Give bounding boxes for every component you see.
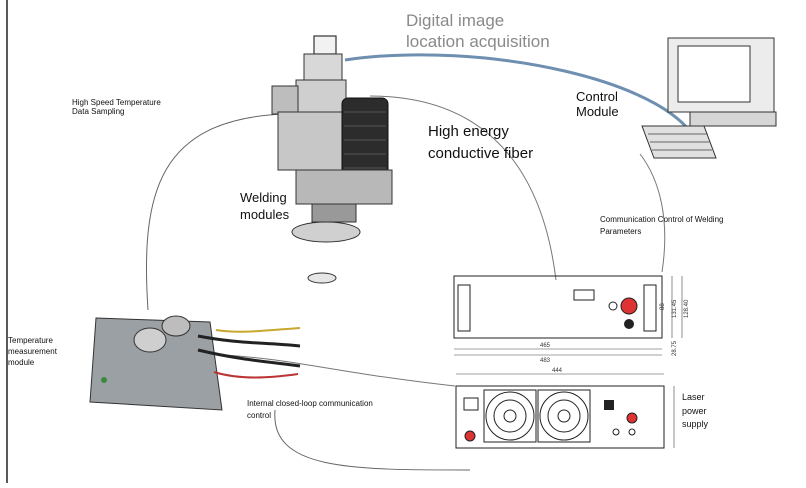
- label-loop-line2: control: [247, 411, 272, 420]
- label-comm-line2: Parameters: [600, 227, 642, 236]
- label-laser-line2: power: [682, 405, 707, 416]
- control-unit-drawing: [453, 275, 683, 356]
- label-comm-line1: Communication Control of Welding: [600, 215, 724, 224]
- temperature-module-icon: [89, 315, 301, 411]
- laser-power-supply-drawing: [455, 373, 675, 449]
- comm-cable: [639, 153, 666, 273]
- label-laser-power-supply: Laser power supply: [682, 391, 708, 432]
- label-welding-modules: Welding modules: [240, 190, 289, 224]
- power-cable: [224, 354, 456, 387]
- dim-height-c: 128.40: [684, 299, 690, 318]
- label-hs-temperature-line1: High Speed Temperature: [72, 98, 161, 107]
- dim-small: 28.75: [672, 340, 678, 356]
- label-hs-temperature-line2: Data Sampling: [72, 107, 125, 117]
- workpiece-disc: [307, 272, 337, 284]
- label-welding-line2: modules: [240, 206, 290, 222]
- camera-cable: [344, 53, 702, 151]
- dim-width-bottom: 444: [552, 368, 563, 374]
- dim-width-inner: 465: [540, 343, 551, 349]
- label-control-module: Control Module: [576, 89, 619, 120]
- label-control-line1: Control: [576, 89, 618, 104]
- label-laser-line3: supply: [682, 419, 709, 429]
- label-digital-image: Digital image location acquisition: [406, 10, 550, 53]
- welding-module-icon: [271, 35, 393, 284]
- label-comm-control: Communication Control of Welding Paramet…: [600, 214, 723, 238]
- label-temp-line1: Temperature: [8, 336, 53, 345]
- dim-height-a: 88: [660, 303, 666, 310]
- dim-height-b: 131.45: [672, 299, 678, 318]
- label-loop-line1: Internal closed-loop communication: [247, 399, 373, 408]
- label-fiber-line1: High energy: [428, 123, 509, 140]
- label-laser-line1: Laser: [682, 392, 705, 402]
- label-digital-image-line2: location acquisition: [406, 32, 550, 52]
- label-control-line2: Module: [576, 103, 619, 119]
- computer-icon: [641, 37, 777, 159]
- hs-temperature-cable: [145, 113, 284, 311]
- closed-loop-cable: [274, 409, 471, 471]
- label-temp-line3: module: [8, 357, 35, 367]
- fiber-cable: [369, 95, 557, 281]
- dim-width-top: 483: [540, 358, 551, 364]
- label-fiber-line2: conductive fiber: [428, 144, 534, 162]
- label-digital-image-line1: Digital image: [406, 11, 505, 30]
- label-fiber: High energy conductive fiber: [428, 121, 533, 165]
- label-temp-line2: measurement: [8, 346, 57, 356]
- label-closed-loop: Internal closed-loop communication contr…: [247, 398, 373, 422]
- label-welding-line1: Welding: [240, 190, 287, 205]
- label-temperature-module: Temperature measurement module: [8, 336, 57, 368]
- label-hs-temperature: High Speed Temperature Data Sampling: [72, 98, 161, 116]
